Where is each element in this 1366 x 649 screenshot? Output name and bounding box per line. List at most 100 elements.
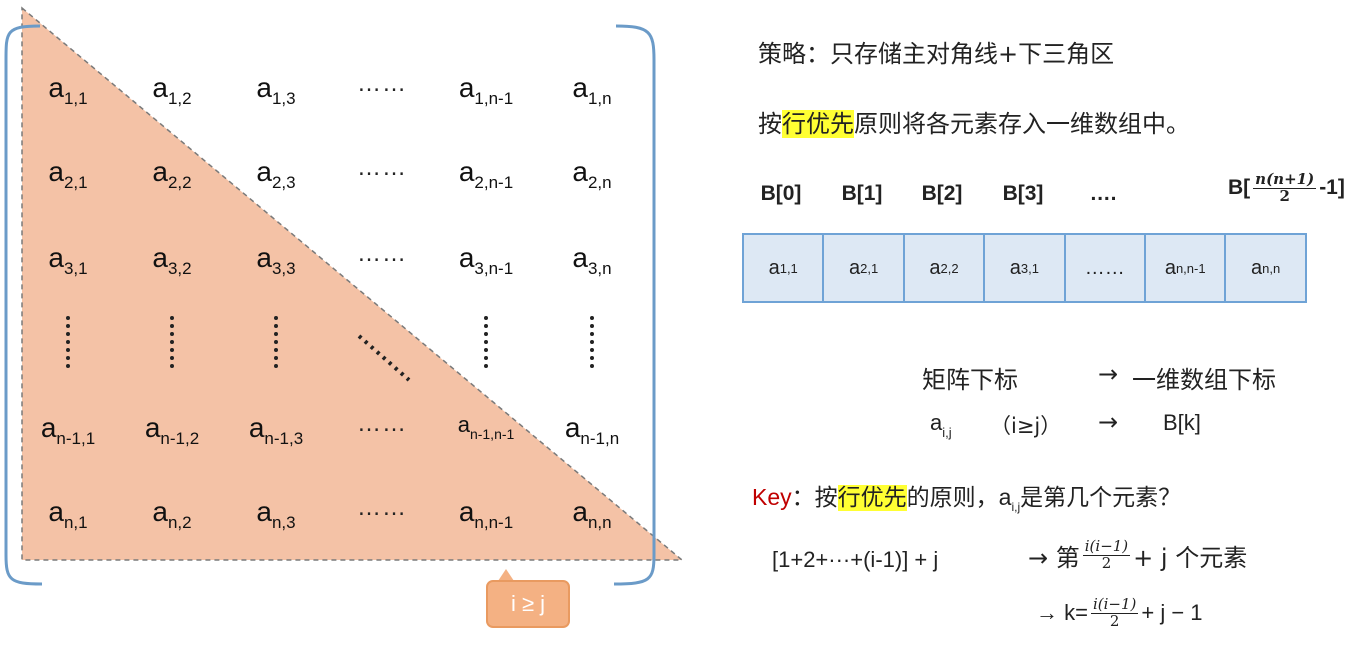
cell-base: a bbox=[256, 156, 272, 187]
vertical-ellipsis bbox=[170, 316, 174, 368]
cell-subscript: 1,1 bbox=[63, 89, 88, 108]
array-cell-subscript: 3,1 bbox=[1020, 260, 1039, 276]
array-cell: …… bbox=[1063, 233, 1146, 303]
matrix-cell: a2,n bbox=[572, 158, 611, 192]
right-bracket bbox=[613, 24, 656, 586]
matrix-cell: a1,n-1 bbox=[458, 72, 513, 108]
horizontal-ellipsis: …… bbox=[357, 494, 407, 521]
formula-2-den: 2 bbox=[1109, 611, 1120, 630]
formula-1-num: i(i−1) bbox=[1082, 537, 1131, 556]
cell-subscript: n-1,3 bbox=[264, 429, 304, 448]
formula-1-post: + j 个元素 bbox=[1133, 544, 1248, 572]
formula-line-1: → 第 i(i−1)2 + j 个元素 bbox=[1028, 538, 1247, 573]
array-index-header: B[1] bbox=[841, 182, 883, 205]
formula-lhs: [1+2+···+(i-1)] + j bbox=[772, 547, 939, 572]
fraction-denominator: 2 bbox=[1279, 186, 1290, 205]
matrix-cell: a3,2 bbox=[152, 242, 192, 278]
horizontal-ellipsis: …… bbox=[357, 70, 407, 97]
key-colon: ： bbox=[791, 485, 815, 511]
left-bracket bbox=[4, 24, 43, 586]
cell-subscript: 1,3 bbox=[271, 89, 296, 108]
cell-base: a bbox=[248, 412, 265, 443]
matrix-cell: a1,2 bbox=[152, 74, 192, 108]
cell-base: a bbox=[572, 72, 588, 103]
formula-1-pre: → 第 bbox=[1028, 544, 1080, 572]
matrix-cell: a3,1 bbox=[48, 242, 88, 278]
mapping-arrow: → bbox=[1098, 360, 1119, 388]
cell-base: a bbox=[458, 72, 475, 103]
mapping-arrow-2: → bbox=[1098, 408, 1119, 436]
cell-base: a bbox=[48, 242, 64, 273]
cell-subscript: 3,3 bbox=[271, 259, 296, 278]
matrix-cell: a3,3 bbox=[256, 244, 296, 278]
matrix-cell: an-1,1 bbox=[41, 414, 95, 448]
array-ellipsis: …… bbox=[1084, 256, 1125, 279]
horizontal-ellipsis: …… bbox=[357, 410, 407, 437]
matrix-cell: a2,1 bbox=[48, 156, 87, 192]
formula-1-den: 2 bbox=[1101, 554, 1112, 572]
matrix-cell: an,2 bbox=[152, 496, 192, 532]
mapping-target: B[k] bbox=[1163, 410, 1201, 435]
cell-subscript: n,3 bbox=[271, 513, 296, 532]
cell-base: a bbox=[572, 496, 588, 527]
strategy-text: 策略：只存储主对角线+下三角区 bbox=[758, 40, 1115, 68]
matrix-cell: an-1,2 bbox=[144, 412, 199, 448]
cell-subscript: 3,n bbox=[587, 259, 612, 278]
cell-base: a bbox=[152, 496, 168, 527]
array-index-header: B[0] bbox=[760, 182, 802, 205]
key-element: ai,j bbox=[998, 484, 1020, 514]
array-cell-subscript: n,n-1 bbox=[1175, 260, 1206, 276]
lower-triangle-region bbox=[21, 6, 685, 561]
array-cell-base: a bbox=[1009, 256, 1021, 279]
rule-highlight: 行优先 bbox=[782, 110, 854, 138]
matrix-cell: a2,3 bbox=[256, 156, 296, 192]
array-cell-base: a bbox=[768, 256, 780, 279]
formula-2-pre: → k= bbox=[1036, 600, 1088, 626]
key-elem-base: a bbox=[998, 484, 1012, 510]
elem-base: a bbox=[930, 410, 943, 435]
cell-subscript: n-1,n bbox=[580, 429, 620, 448]
cell-base: a bbox=[48, 72, 64, 103]
cell-subscript: 2,2 bbox=[167, 173, 192, 192]
cell-base: a bbox=[48, 156, 64, 187]
array-index-header: B[3] bbox=[1002, 182, 1044, 205]
last-header-fraction: n(n+1)2 bbox=[1253, 170, 1317, 205]
cell-base: a bbox=[256, 72, 272, 103]
cell-subscript: 1,2 bbox=[167, 89, 192, 108]
rule-post: 原则将各元素存入一维数组中。 bbox=[854, 110, 1190, 138]
array-index-header: …. bbox=[1089, 182, 1117, 205]
cell-subscript: 3,1 bbox=[63, 259, 88, 278]
cell-subscript: n,2 bbox=[167, 513, 192, 532]
matrix-cell: an,3 bbox=[256, 496, 296, 532]
callout-label: i ≥ j bbox=[510, 591, 546, 616]
cell-subscript: 3,2 bbox=[167, 259, 192, 278]
cell-base: a bbox=[152, 242, 168, 273]
matrix-cell: a2,2 bbox=[152, 158, 192, 192]
array-cell-base: a bbox=[1164, 256, 1176, 279]
array-cell-base: a bbox=[848, 256, 861, 279]
mapping-right-label: 一维数组下标 bbox=[1132, 366, 1276, 394]
matrix-cell: a2,n-1 bbox=[459, 158, 514, 192]
fraction-numerator: n(n+1) bbox=[1253, 170, 1317, 189]
cell-base: a bbox=[256, 496, 272, 527]
cell-base: a bbox=[457, 412, 470, 437]
matrix-cell: an,1 bbox=[48, 496, 87, 532]
cell-base: a bbox=[144, 412, 161, 443]
cell-subscript: 3,n-1 bbox=[474, 259, 514, 278]
key-pre: 按 bbox=[814, 485, 838, 511]
cell-subscript: 2,3 bbox=[271, 173, 296, 192]
last-header: B[ n(n+1)2 -1] bbox=[1228, 170, 1345, 205]
array-index-header: B[2] bbox=[921, 182, 963, 205]
matrix-cell: a3,n bbox=[572, 244, 612, 278]
matrix-cell: an,n bbox=[572, 496, 611, 532]
diagonal-ellipsis bbox=[357, 334, 411, 382]
array-cell-subscript: 2,1 bbox=[860, 260, 879, 276]
cell-subscript: 2,n-1 bbox=[474, 173, 514, 192]
cell-base: a bbox=[48, 496, 64, 527]
rule-pre: 按 bbox=[758, 110, 782, 138]
key-label: Key bbox=[752, 484, 792, 510]
